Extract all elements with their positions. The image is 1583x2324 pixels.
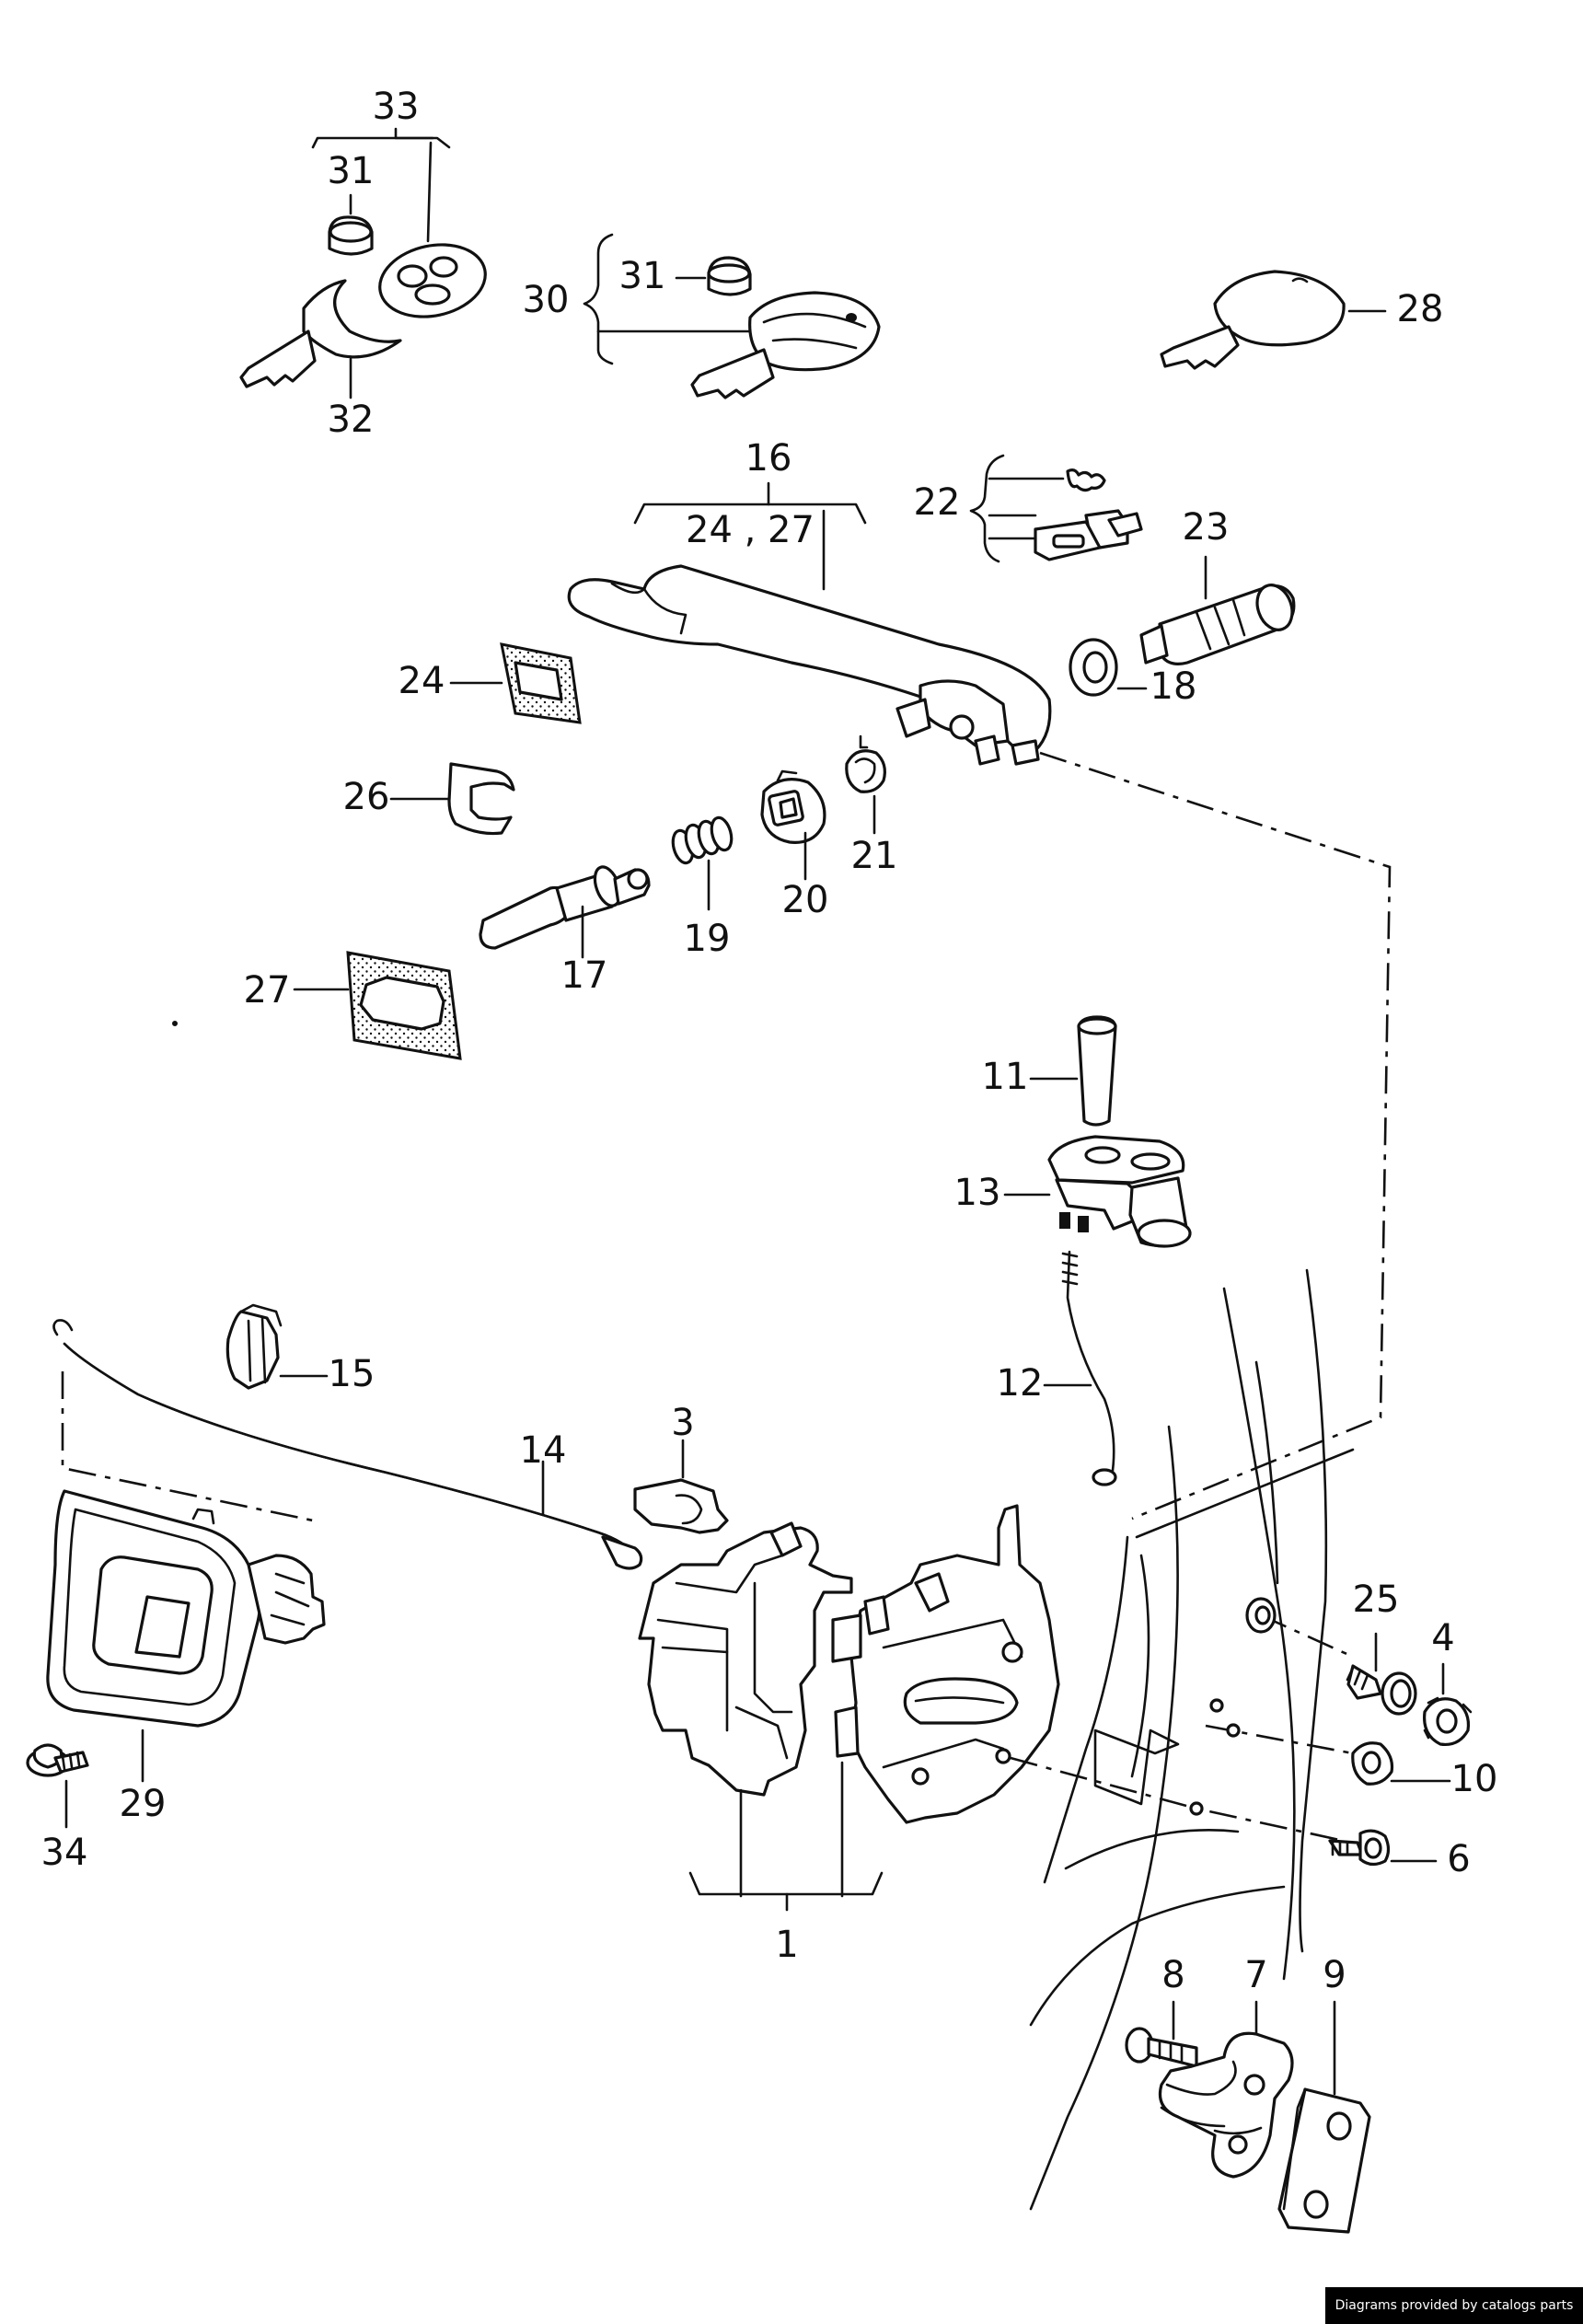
key-30: [690, 291, 881, 399]
callout-25: 25: [1353, 1578, 1400, 1621]
callout-18: 18: [1150, 665, 1197, 708]
callout-labels: 33 31 32 30 31 28 16 24 , 27 22 23 18 24…: [41, 86, 1498, 1996]
gasket-27: [293, 951, 462, 1060]
inner-handle-29: [46, 1489, 326, 1783]
key-28: [1160, 270, 1387, 370]
sill-knob-11: [1029, 1015, 1117, 1127]
screw-6: [1328, 1829, 1438, 1867]
callout-13: 13: [954, 1172, 1001, 1214]
clip-26: [389, 762, 515, 836]
rod-12: [1043, 1250, 1117, 1486]
callout-11: 11: [982, 1056, 1029, 1098]
callout-1: 1: [775, 1924, 798, 1966]
callout-23: 23: [1183, 506, 1230, 549]
parts-22: [969, 454, 1143, 563]
key-set-33: [239, 127, 487, 399]
bracket-1: [688, 1871, 884, 1896]
callout-16: 16: [745, 437, 792, 480]
clip-15: [225, 1303, 329, 1390]
gasket-24: [449, 642, 582, 724]
callout-10: 10: [1451, 1758, 1498, 1800]
callout-3: 3: [671, 1402, 694, 1444]
nut-4: [1423, 1662, 1473, 1747]
callout-33: 33: [373, 86, 420, 128]
lock-mechanism-1: [831, 1504, 1060, 1824]
callout-19: 19: [684, 918, 731, 960]
door-handle: [567, 564, 1052, 766]
spring-19: [671, 815, 734, 911]
callout-4: 4: [1431, 1617, 1454, 1659]
callout-30: 30: [523, 279, 570, 321]
screw-34: [26, 1743, 89, 1829]
callout-31-b: 31: [619, 255, 666, 297]
callout-22: 22: [914, 481, 961, 524]
lock-connector-3: [633, 1439, 729, 1534]
screw-25: [1346, 1632, 1417, 1716]
cam-20: [760, 769, 826, 881]
lock-knob-housing-13: [1003, 1135, 1192, 1248]
bracket-16: [633, 503, 867, 525]
callout-24-27: 24 , 27: [686, 509, 815, 551]
callout-7: 7: [1244, 1954, 1267, 1996]
callout-21: 21: [851, 835, 898, 877]
callout-8: 8: [1161, 1954, 1184, 1996]
callout-32: 32: [328, 399, 375, 441]
washer-18: [1069, 638, 1148, 697]
callout-6: 6: [1447, 1838, 1470, 1880]
key-head-oval: [378, 243, 487, 318]
callout-20: 20: [782, 879, 829, 921]
plunger-17: [479, 865, 651, 959]
door-frame: [1029, 1268, 1355, 2211]
credit-banner: Diagrams provided by catalogs parts: [1325, 2287, 1583, 2324]
cable-14: [52, 1319, 643, 1570]
lock-cylinder-23: [1139, 555, 1296, 665]
dash-link-cable-to-handle: [61, 1371, 314, 1522]
callout-28: 28: [1397, 288, 1444, 330]
dash-link-screw-25: [1260, 1613, 1354, 1659]
key-set-30: [583, 233, 881, 399]
callout-26: 26: [343, 776, 390, 818]
callout-24: 24: [399, 660, 445, 702]
key-cap-31-a: [328, 215, 374, 256]
callout-31-a: 31: [328, 150, 375, 192]
shim-plate-9: [1277, 2000, 1371, 2234]
callout-27: 27: [244, 969, 291, 1012]
screw-8: [1125, 2000, 1198, 2068]
callout-17: 17: [561, 954, 608, 997]
key-blade-32: [239, 279, 402, 388]
callout-29: 29: [120, 1783, 167, 1825]
spring-21: [845, 734, 886, 835]
callout-14: 14: [520, 1429, 567, 1472]
callout-12: 12: [997, 1362, 1044, 1405]
lock-housing-1: [638, 1521, 853, 1797]
callout-34: 34: [41, 1832, 88, 1874]
key-cap-31-b: [707, 256, 752, 296]
callout-15: 15: [329, 1353, 376, 1395]
nut-10: [1351, 1741, 1451, 1786]
callout-9: 9: [1323, 1954, 1346, 1996]
striker-7: [1158, 2000, 1294, 2179]
